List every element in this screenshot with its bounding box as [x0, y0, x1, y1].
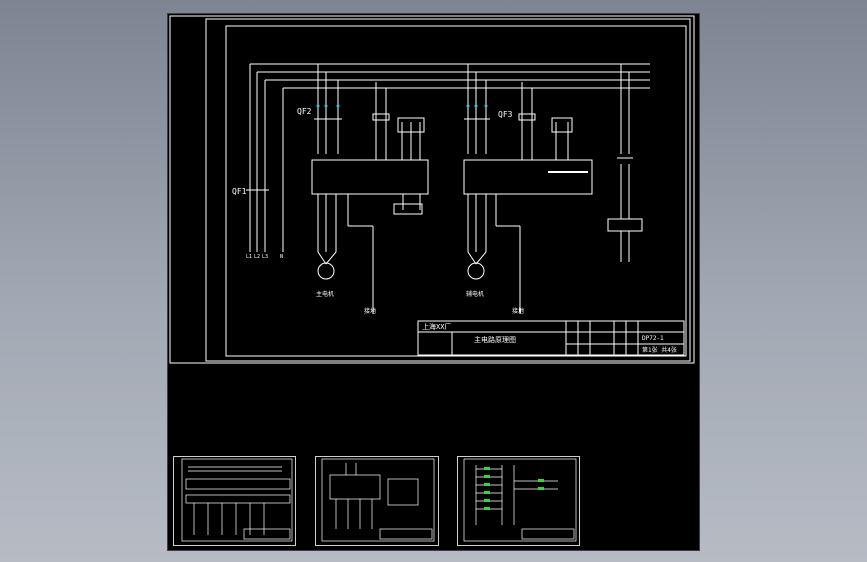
qf2-label: QF2 — [297, 107, 312, 116]
schematic-drawing: QF1 QF2 QF3 L1 L2 L3 N 主电机 辅电机 接地 接地 上海X… — [169, 15, 695, 364]
vfd-1 — [311, 159, 429, 195]
drawing-canvas[interactable]: QF1 QF2 QF3 L1 L2 L3 N 主电机 辅电机 接地 接地 上海X… — [167, 13, 700, 551]
title-block — [417, 320, 685, 356]
phase-label-n: N — [280, 254, 283, 260]
title-block-sheet: 第1张 共4张 — [642, 346, 677, 354]
phase-label-l3: L3 — [262, 254, 268, 260]
aux-transformer — [607, 218, 643, 232]
motor-2-label: 辅电机 — [466, 290, 484, 298]
ground-label-2: 接地 — [512, 307, 524, 315]
thumbnail-sheet-4[interactable] — [457, 456, 580, 546]
sheet-outer-frame — [169, 15, 695, 364]
ground-label-1: 接地 — [364, 307, 376, 315]
motor-2-symbol — [467, 262, 485, 280]
motor-1-symbol — [317, 262, 335, 280]
title-block-drawing-name: 主电路原理图 — [474, 335, 516, 344]
sheet-inner-border — [225, 25, 687, 357]
thumbnail-sheet-3-preview — [321, 458, 435, 542]
title-block-drawing-no: DP72-1 — [642, 335, 664, 342]
sheet-border — [205, 18, 691, 362]
qf3-label: QF3 — [498, 110, 513, 119]
thumbnail-sheet-2-preview — [181, 458, 293, 542]
phase-label-l1: L1 — [246, 254, 252, 260]
vfd-2 — [463, 159, 593, 195]
thumbnail-sheet-4-preview — [463, 458, 577, 542]
thumbnail-sheet-3[interactable] — [315, 456, 439, 546]
title-block-company: 上海XX厂 — [422, 322, 451, 331]
motor-1-label: 主电机 — [316, 290, 334, 298]
qf1-label: QF1 — [232, 187, 247, 196]
phase-label-l2: L2 — [254, 254, 260, 260]
thumbnail-sheet-2[interactable] — [173, 456, 296, 546]
